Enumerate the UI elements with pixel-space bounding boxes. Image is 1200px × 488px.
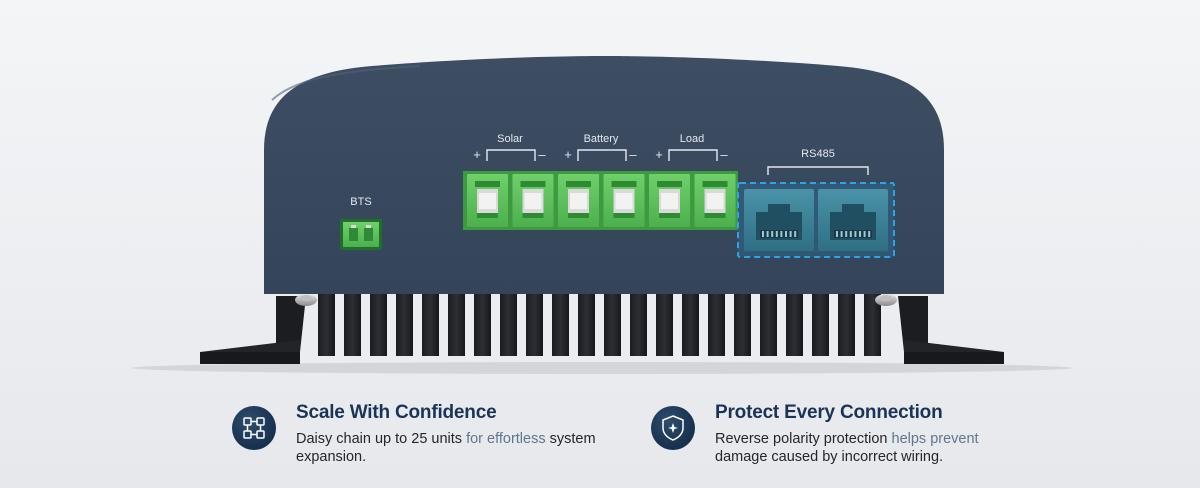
rs485-port-group bbox=[737, 182, 895, 258]
grid-nodes-icon bbox=[232, 406, 276, 450]
heatsink-fin bbox=[448, 284, 465, 356]
bts-connector[interactable] bbox=[340, 219, 382, 250]
heatsink-fin bbox=[786, 284, 803, 356]
mounting-foot-left bbox=[200, 296, 306, 364]
rj45-port-1[interactable] bbox=[744, 189, 814, 251]
heatsink-fin bbox=[396, 284, 413, 356]
terminal-group-bracket bbox=[577, 149, 627, 161]
screw-terminal[interactable] bbox=[467, 174, 508, 227]
heatsink-fin bbox=[526, 284, 543, 356]
screw-terminal[interactable] bbox=[558, 174, 599, 227]
heatsink-fin bbox=[474, 284, 491, 356]
feature-title: Scale With Confidence bbox=[296, 402, 497, 423]
terminal-group-bracket bbox=[668, 149, 718, 161]
heatsink-fins bbox=[318, 284, 881, 356]
rs485-bracket bbox=[767, 166, 869, 175]
feature-scale: Scale With Confidence Daisy chain up to … bbox=[232, 398, 612, 470]
screw-terminal[interactable] bbox=[512, 174, 554, 227]
heatsink-fin bbox=[578, 284, 595, 356]
heatsink-fin bbox=[422, 284, 439, 356]
heatsink-fin bbox=[734, 284, 751, 356]
mounting-screw-left bbox=[295, 294, 317, 306]
shield-spark-icon bbox=[651, 406, 695, 450]
bts-label: BTS bbox=[350, 196, 371, 208]
polarity-plus-label: + bbox=[473, 147, 481, 162]
heatsink-fin bbox=[864, 284, 881, 356]
heatsink-fin bbox=[682, 284, 699, 356]
rj45-port-2[interactable] bbox=[818, 189, 888, 251]
mounting-foot-right bbox=[898, 296, 1004, 364]
heatsink-fin bbox=[370, 284, 387, 356]
polarity-minus-label: – bbox=[720, 147, 728, 162]
feature-title: Protect Every Connection bbox=[715, 402, 943, 423]
screw-terminal[interactable] bbox=[603, 174, 645, 227]
heatsink-fin bbox=[760, 284, 777, 356]
heatsink-fin bbox=[812, 284, 829, 356]
charge-controller-device: BTS Solar+–Battery+–Load+– RS485 bbox=[132, 56, 1072, 374]
terminal-group-bracket bbox=[486, 149, 536, 161]
mounting-screw-right bbox=[875, 294, 897, 306]
polarity-minus-label: – bbox=[629, 147, 637, 162]
heatsink-fin bbox=[838, 284, 855, 356]
feature-description: Reverse polarity protection helps preven… bbox=[715, 431, 979, 465]
feature-protect: Protect Every Connection Reverse polarit… bbox=[651, 398, 1031, 470]
heatsink-fin bbox=[318, 284, 335, 356]
heatsink-fin bbox=[344, 284, 361, 356]
screw-terminal[interactable] bbox=[649, 174, 690, 227]
ground-shadow bbox=[132, 362, 1072, 374]
heatsink-fin bbox=[604, 284, 621, 356]
feature-description: Daisy chain up to 25 units for effortles… bbox=[296, 431, 596, 465]
screw-terminal[interactable] bbox=[694, 174, 736, 227]
polarity-minus-label: – bbox=[538, 147, 546, 162]
heatsink-fin bbox=[708, 284, 725, 356]
heatsink-fin bbox=[552, 284, 569, 356]
terminal-group-label: Solar bbox=[497, 133, 523, 145]
terminal-group-label: Battery bbox=[584, 133, 619, 145]
terminal-group-label: Load bbox=[680, 133, 704, 145]
heatsink-fin bbox=[656, 284, 673, 356]
rs485-label: RS485 bbox=[801, 148, 835, 160]
polarity-plus-label: + bbox=[564, 147, 572, 162]
heatsink-fin bbox=[500, 284, 517, 356]
power-terminal-block bbox=[463, 171, 738, 230]
heatsink-fin bbox=[630, 284, 647, 356]
polarity-plus-label: + bbox=[655, 147, 663, 162]
